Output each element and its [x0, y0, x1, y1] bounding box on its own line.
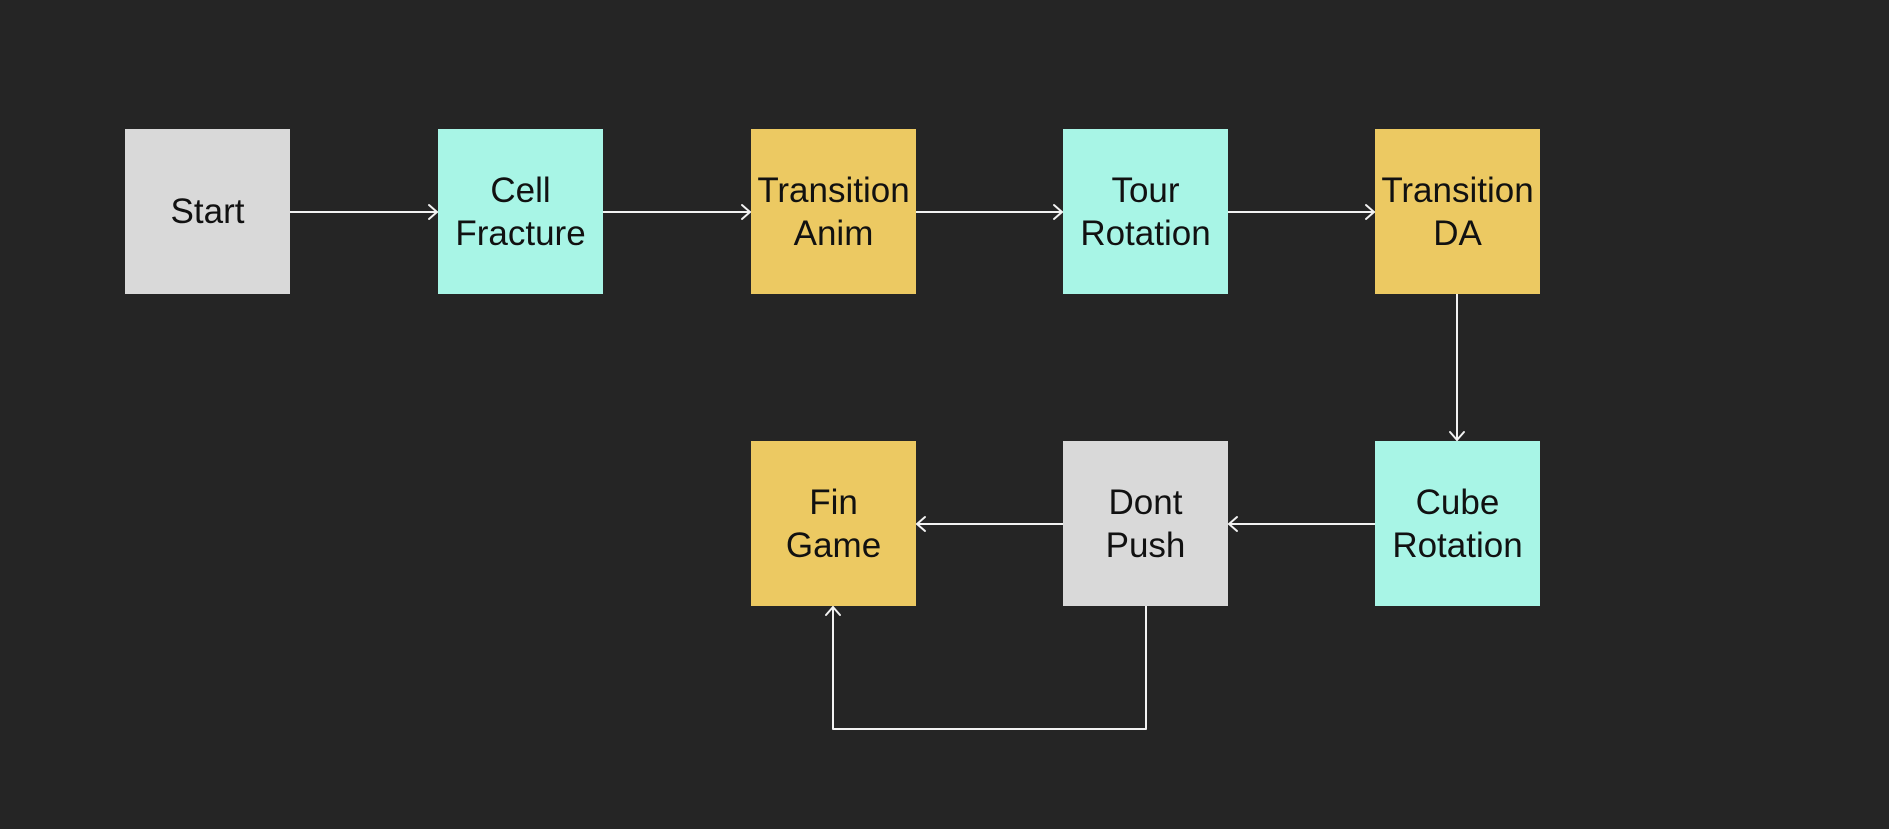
node-tour-rotation[interactable]: Tour Rotation — [1063, 129, 1228, 294]
edge-dont-push-to-fin-game — [916, 516, 1064, 532]
node-transition-anim[interactable]: Transition Anim — [751, 129, 916, 294]
node-transition-da[interactable]: Transition DA — [1375, 129, 1540, 294]
edge-dont-push-loop-to-fin-game — [825, 605, 1147, 730]
edge-cube-rotation-to-dont-push — [1228, 516, 1376, 532]
edge-tour-rotation-to-transition-da — [1227, 204, 1375, 220]
node-dont-push[interactable]: Dont Push — [1063, 441, 1228, 606]
edge-cell-fracture-to-transition-anim — [602, 204, 751, 220]
edge-transition-anim-to-tour-rotation — [915, 204, 1063, 220]
node-fin-game[interactable]: Fin Game — [751, 441, 916, 606]
node-cell-fracture[interactable]: Cell Fracture — [438, 129, 603, 294]
edge-transition-da-to-cube-rotation — [1449, 293, 1465, 441]
node-cube-rotation[interactable]: Cube Rotation — [1375, 441, 1540, 606]
edge-start-to-cell-fracture — [289, 204, 438, 220]
node-start[interactable]: Start — [125, 129, 290, 294]
